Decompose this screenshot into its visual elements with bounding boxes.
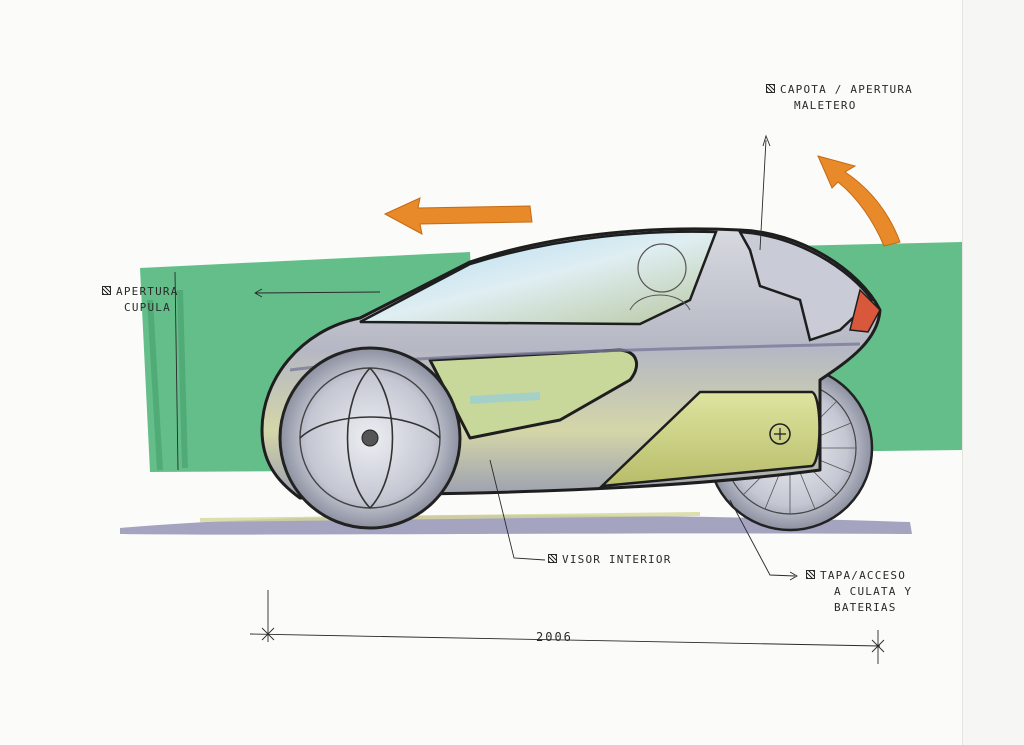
- canopy-glass: [359, 230, 718, 326]
- hood-annotation: CAPOTA / APERTURA MALETERO: [766, 82, 913, 114]
- dimension-label: 2006: [536, 630, 573, 644]
- checkbox-icon: [548, 554, 557, 563]
- checkbox-icon: [102, 286, 111, 295]
- taillight: [849, 288, 881, 333]
- checkbox-icon: [766, 84, 775, 93]
- front-wheel: [278, 346, 462, 530]
- curved-arrow-up-icon: [817, 155, 901, 247]
- arrow-left-icon: [383, 197, 533, 235]
- cover-annotation: TAPA/ACCESO A CULATA Y BATERIAS: [806, 568, 912, 616]
- paper-edge: [962, 0, 1024, 745]
- hood-panel: [737, 230, 874, 342]
- checkbox-icon: [806, 570, 815, 579]
- visor-annotation: VISOR INTERIOR: [548, 552, 672, 568]
- access-cover: [598, 390, 821, 488]
- canopy-annotation: APERTURA CUPULA: [102, 284, 179, 316]
